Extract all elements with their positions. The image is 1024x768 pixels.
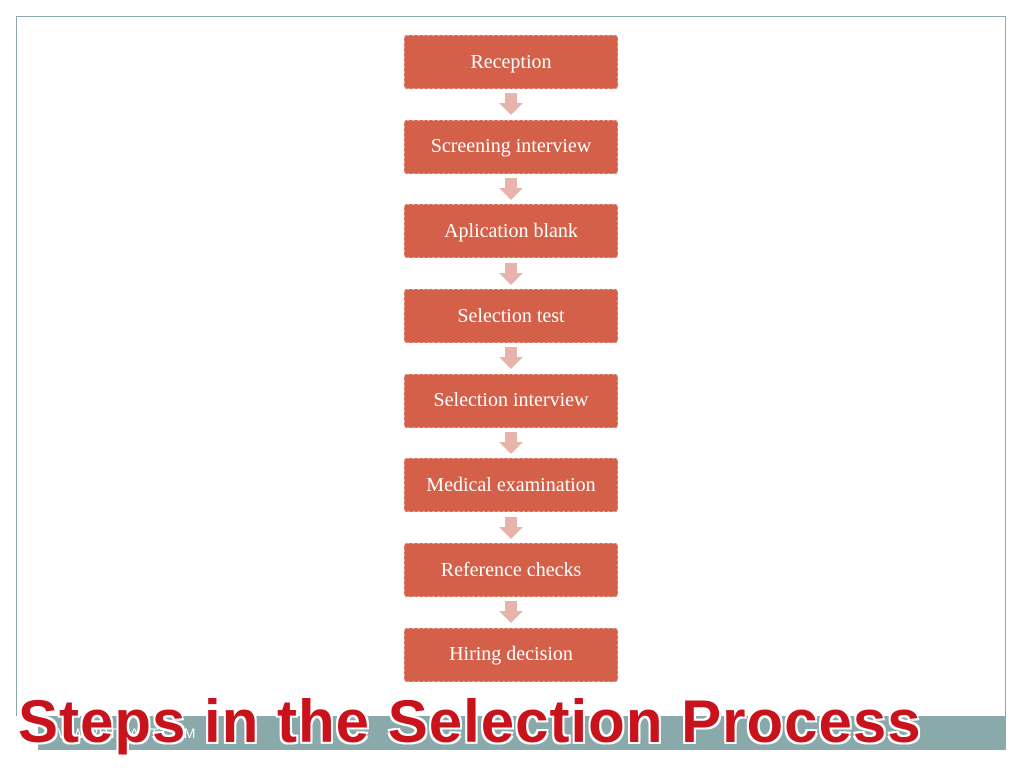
footer-url: WWW.PPTMART.COM xyxy=(44,725,196,741)
down-arrow-icon xyxy=(404,174,618,205)
down-arrow-icon xyxy=(404,597,618,628)
step-reference-checks: Reference checks xyxy=(404,543,618,598)
step-screening-interview: Screening interview xyxy=(404,119,618,174)
step-hiring-decision: Hiring decision xyxy=(404,627,618,682)
step-medical-examination: Medical examination xyxy=(404,458,618,513)
footer-bar xyxy=(16,716,1006,750)
down-arrow-icon xyxy=(404,428,618,459)
selection-flowchart: Reception Screening interview Aplication… xyxy=(404,35,620,682)
step-application-blank: Aplication blank xyxy=(404,204,618,259)
down-arrow-icon xyxy=(404,258,618,289)
step-selection-test: Selection test xyxy=(404,289,618,344)
down-arrow-icon xyxy=(404,512,618,543)
step-reception: Reception xyxy=(404,35,618,89)
down-arrow-icon xyxy=(404,343,618,374)
footer-notch xyxy=(16,716,38,750)
down-arrow-icon xyxy=(404,89,618,120)
step-selection-interview: Selection interview xyxy=(404,373,618,428)
slide-title: Steps in the Selection Process xyxy=(17,687,922,756)
